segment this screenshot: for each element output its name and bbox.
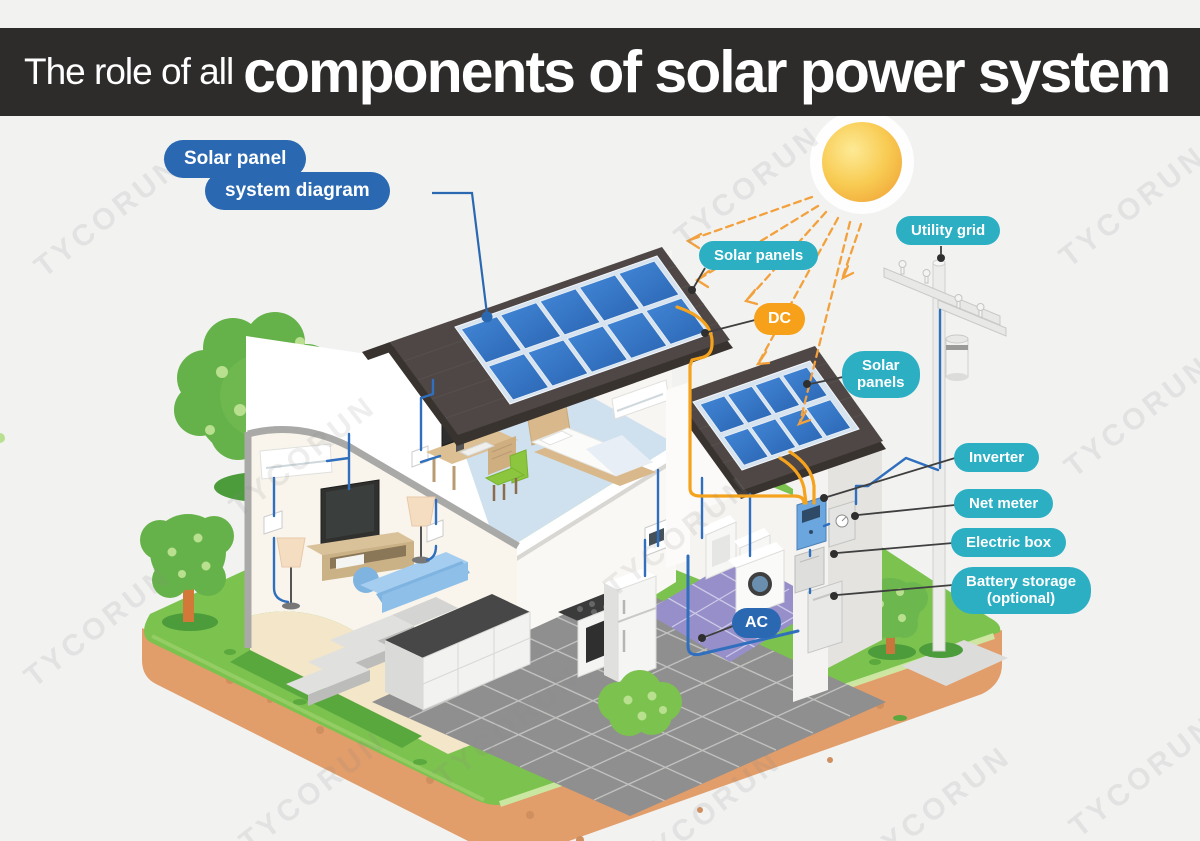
- label-solar-panels-right: Solar panels: [842, 351, 920, 398]
- refrigerator: [604, 569, 657, 683]
- label-solar-panels-right-line2: panels: [857, 374, 905, 392]
- solar-panel-array-main: [454, 255, 713, 405]
- sun: [810, 110, 914, 214]
- electrical-wiring: [272, 308, 942, 657]
- label-battery-storage: Battery storage (optional): [951, 567, 1092, 614]
- light-switch: [263, 510, 283, 535]
- floor-lamp: [276, 537, 306, 610]
- tv-stand: [306, 532, 414, 581]
- label-ac: AC: [732, 608, 782, 639]
- insulators: [898, 260, 985, 318]
- label-net-meter: Net meter: [954, 489, 1054, 519]
- page-title: components of solar power system: [243, 39, 1171, 105]
- label-connectors: [432, 191, 956, 642]
- desk: [426, 428, 518, 490]
- label-dc: DC: [754, 303, 806, 336]
- small-tree-left: [140, 514, 234, 631]
- electric-box-device: [794, 546, 825, 594]
- floor-lamp: [406, 496, 436, 564]
- stairs: [286, 597, 458, 706]
- laundry-room: [644, 515, 785, 621]
- sofa: [353, 552, 470, 613]
- crossarm: [937, 299, 1007, 337]
- label-utility-grid: Utility grid: [896, 216, 1001, 246]
- living-room-furniture: [259, 443, 470, 613]
- kitchen: [385, 569, 657, 711]
- wall-ac-unit: [259, 443, 333, 480]
- label-diagram-title-line1: Solar panel: [164, 140, 307, 178]
- label-solar-panels-top: Solar panels: [699, 241, 819, 271]
- bed: [527, 404, 656, 486]
- counter: [385, 594, 531, 711]
- walkway-pad: [902, 640, 1008, 686]
- label-battery-storage-line2: (optional): [986, 590, 1056, 608]
- net-meter-device: [828, 500, 856, 548]
- label-electric-box: Electric box: [951, 528, 1067, 558]
- dryer: [700, 515, 737, 580]
- header-prefix: The role of all: [24, 51, 234, 92]
- washing-machine: [728, 542, 785, 621]
- label-battery-storage-line1: Battery storage: [966, 573, 1077, 590]
- label-diagram-title-line2: system diagram: [205, 172, 390, 210]
- label-solar-panels-right-line1: Solar: [862, 357, 900, 374]
- main-roof: [362, 247, 733, 446]
- chair: [484, 449, 529, 501]
- dirt-base: [142, 628, 1002, 841]
- gable-wall-strip: [666, 382, 690, 568]
- tv: [320, 479, 380, 546]
- header-bar: The role of all components of solar powe…: [0, 28, 1200, 116]
- label-inverter: Inverter: [954, 443, 1040, 473]
- inverter-device: [796, 495, 827, 551]
- front-bush: [598, 670, 682, 736]
- light-switch: [426, 519, 444, 543]
- transformer: [945, 334, 969, 381]
- battery-storage-device: [807, 580, 843, 654]
